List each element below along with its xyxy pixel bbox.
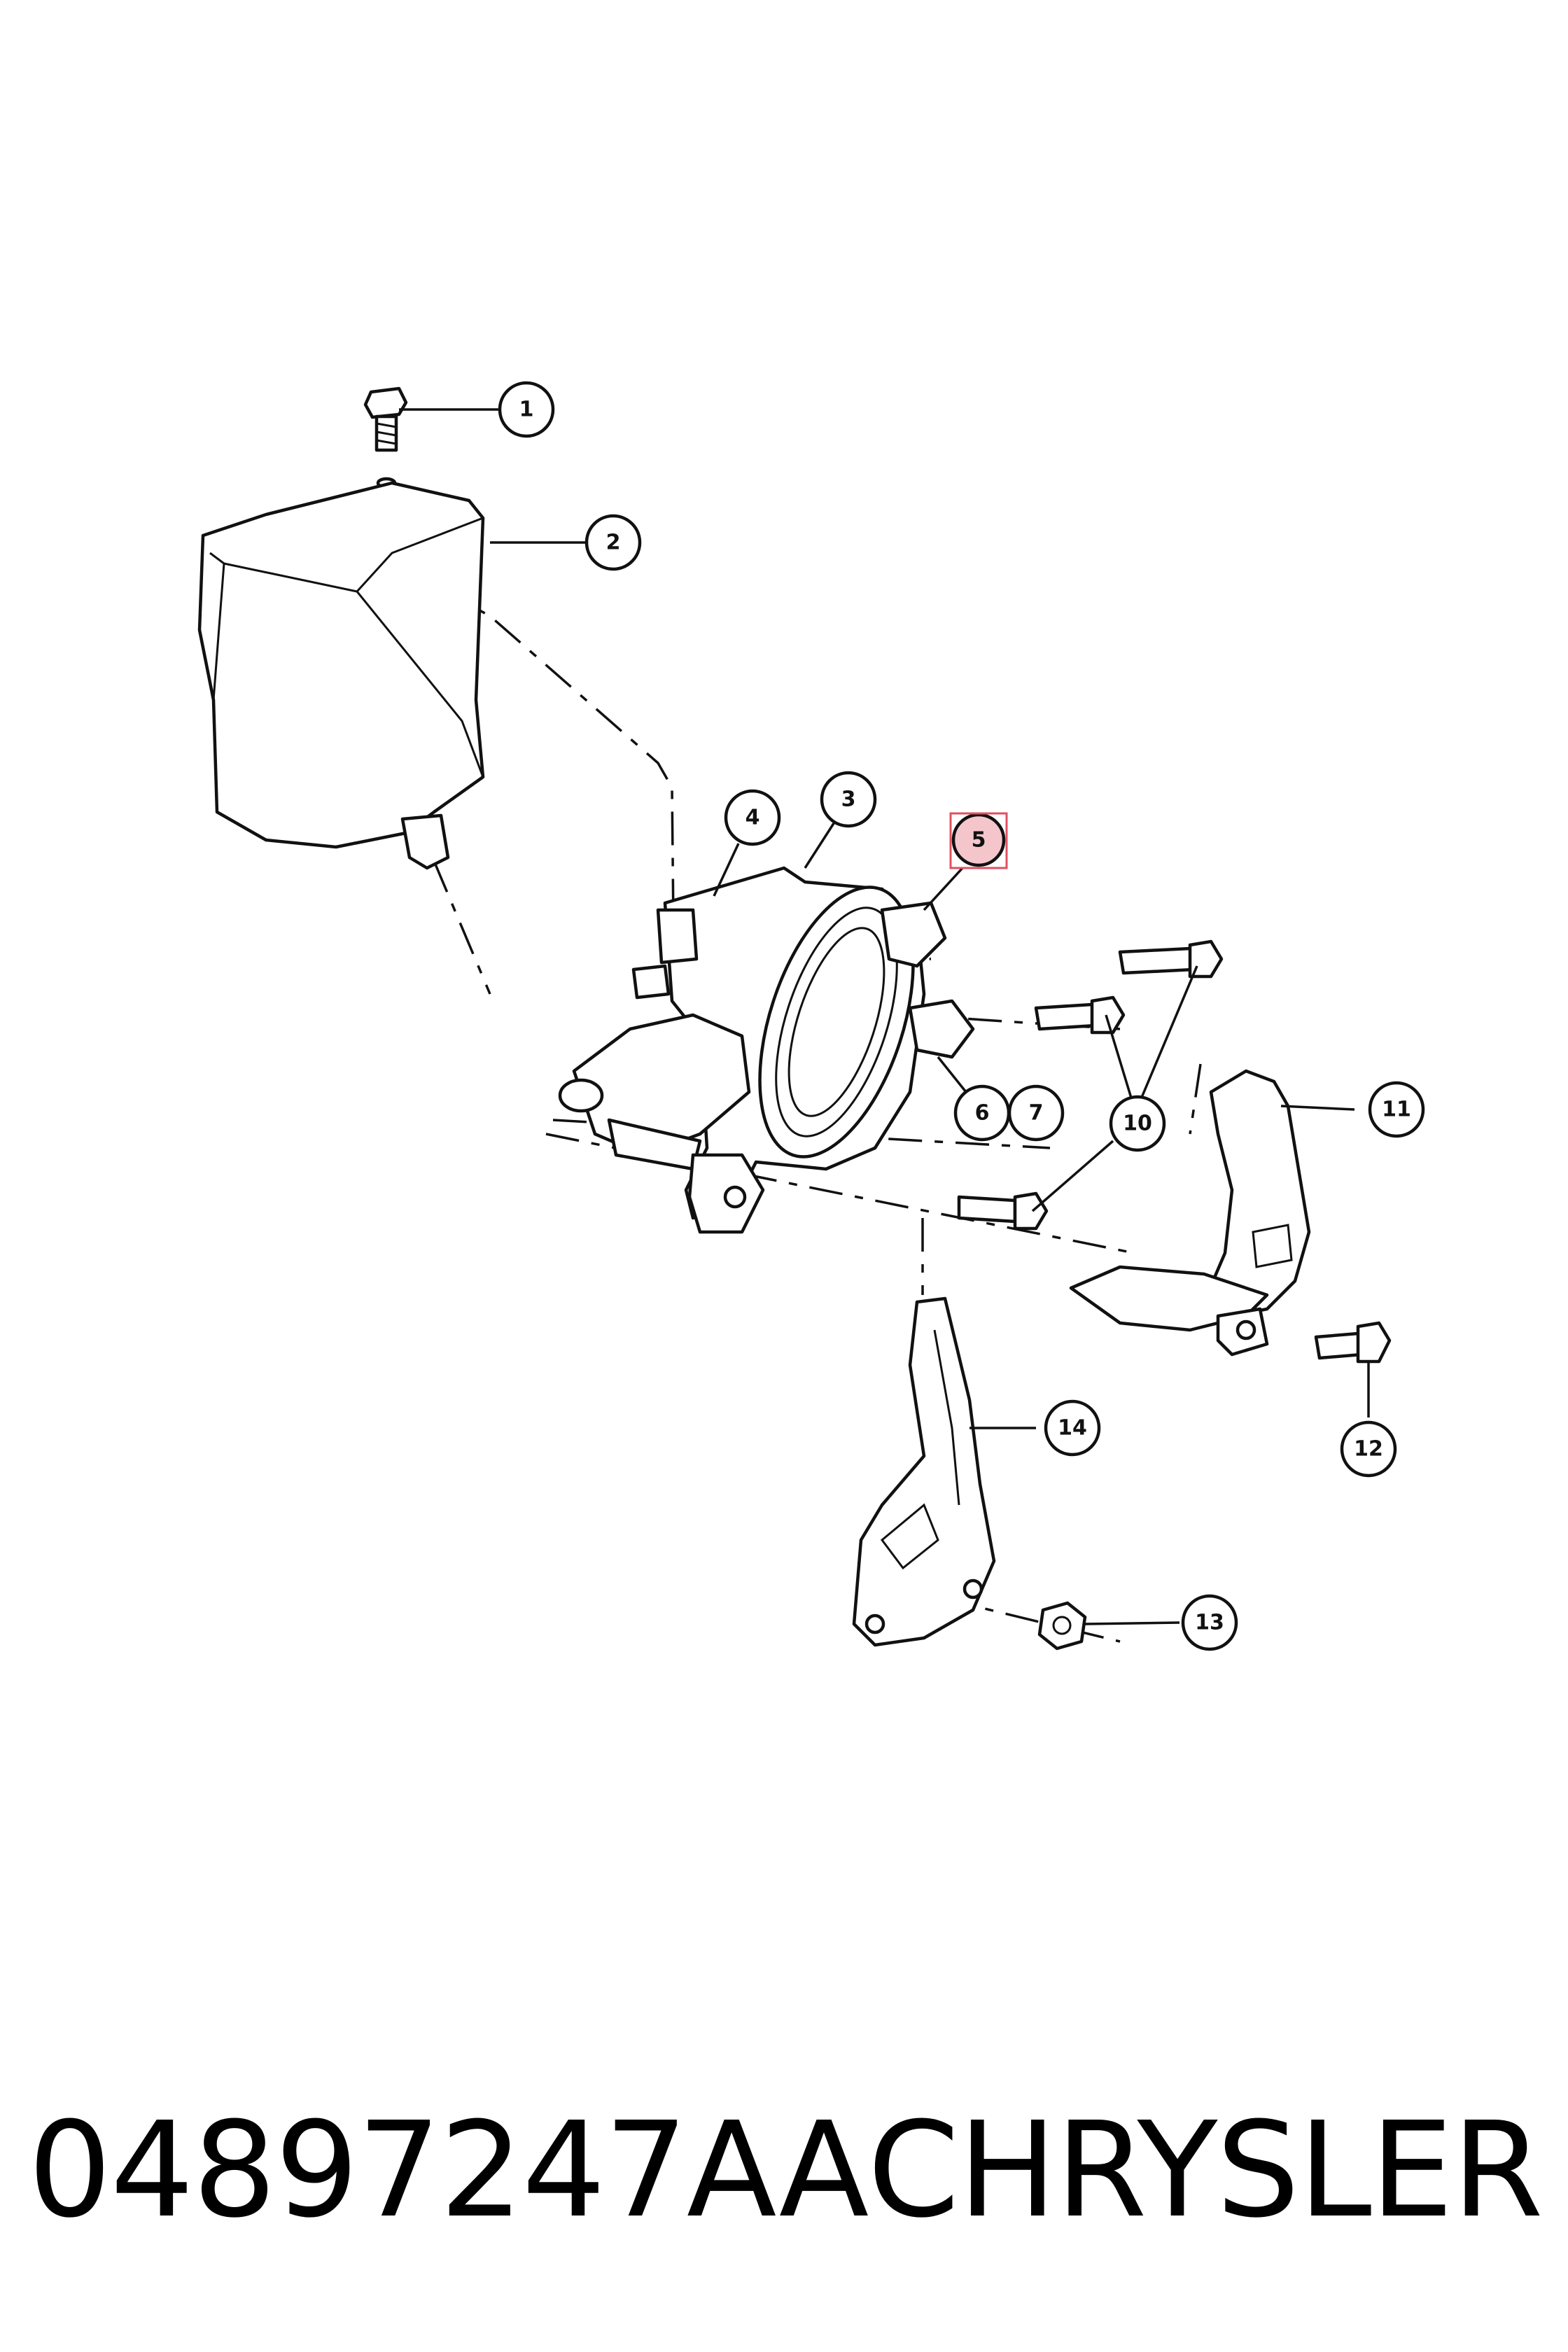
leader-lines bbox=[399, 408, 1370, 1625]
callout-3: 3 bbox=[820, 771, 877, 828]
svg-text:4: 4 bbox=[746, 806, 760, 830]
bolts-part-10 bbox=[957, 939, 1224, 1231]
cover-part-2 bbox=[197, 481, 485, 870]
brand-name: CHRYSLER bbox=[867, 2093, 1544, 2247]
svg-text:11: 11 bbox=[1382, 1098, 1411, 1122]
callout-1: 1 bbox=[498, 381, 555, 438]
callout-2: 2 bbox=[584, 514, 642, 571]
svg-text:12: 12 bbox=[1354, 1437, 1383, 1462]
callout-5-highlight-box bbox=[949, 812, 1008, 869]
callout-11: 11 bbox=[1368, 1081, 1425, 1138]
callout-4: 4 bbox=[724, 789, 781, 846]
svg-text:2: 2 bbox=[606, 531, 621, 555]
svg-text:6: 6 bbox=[975, 1101, 990, 1126]
callout-12: 12 bbox=[1340, 1420, 1397, 1478]
svg-text:1: 1 bbox=[519, 398, 534, 422]
callout-5: 5 bbox=[949, 812, 1008, 869]
throttle-body-assembly bbox=[558, 866, 975, 1234]
callout-6: 6 bbox=[953, 1084, 1011, 1142]
svg-text:5: 5 bbox=[972, 828, 986, 853]
footer: 04897247AA CHRYSLER bbox=[28, 2086, 1544, 2254]
svg-text:3: 3 bbox=[841, 788, 856, 812]
exploded-view-diagram: 1 2 3 4 5 6 7 10 bbox=[197, 381, 1425, 1651]
nut-part-13 bbox=[1037, 1601, 1087, 1651]
part-number: 04897247AA bbox=[28, 2093, 869, 2247]
svg-text:14: 14 bbox=[1058, 1416, 1087, 1441]
bracket-part-11 bbox=[1069, 1069, 1311, 1357]
svg-text:13: 13 bbox=[1195, 1611, 1224, 1635]
svg-text:10: 10 bbox=[1123, 1112, 1152, 1136]
svg-text:7: 7 bbox=[1029, 1101, 1044, 1126]
callout-7: 7 bbox=[1007, 1084, 1065, 1142]
callout-10: 10 bbox=[1109, 1095, 1166, 1152]
bracket-part-14 bbox=[852, 1296, 996, 1647]
bolt-part-1 bbox=[363, 386, 408, 489]
bolt-part-12 bbox=[1314, 1321, 1392, 1364]
callout-13: 13 bbox=[1181, 1594, 1238, 1651]
callout-14: 14 bbox=[1044, 1399, 1101, 1457]
